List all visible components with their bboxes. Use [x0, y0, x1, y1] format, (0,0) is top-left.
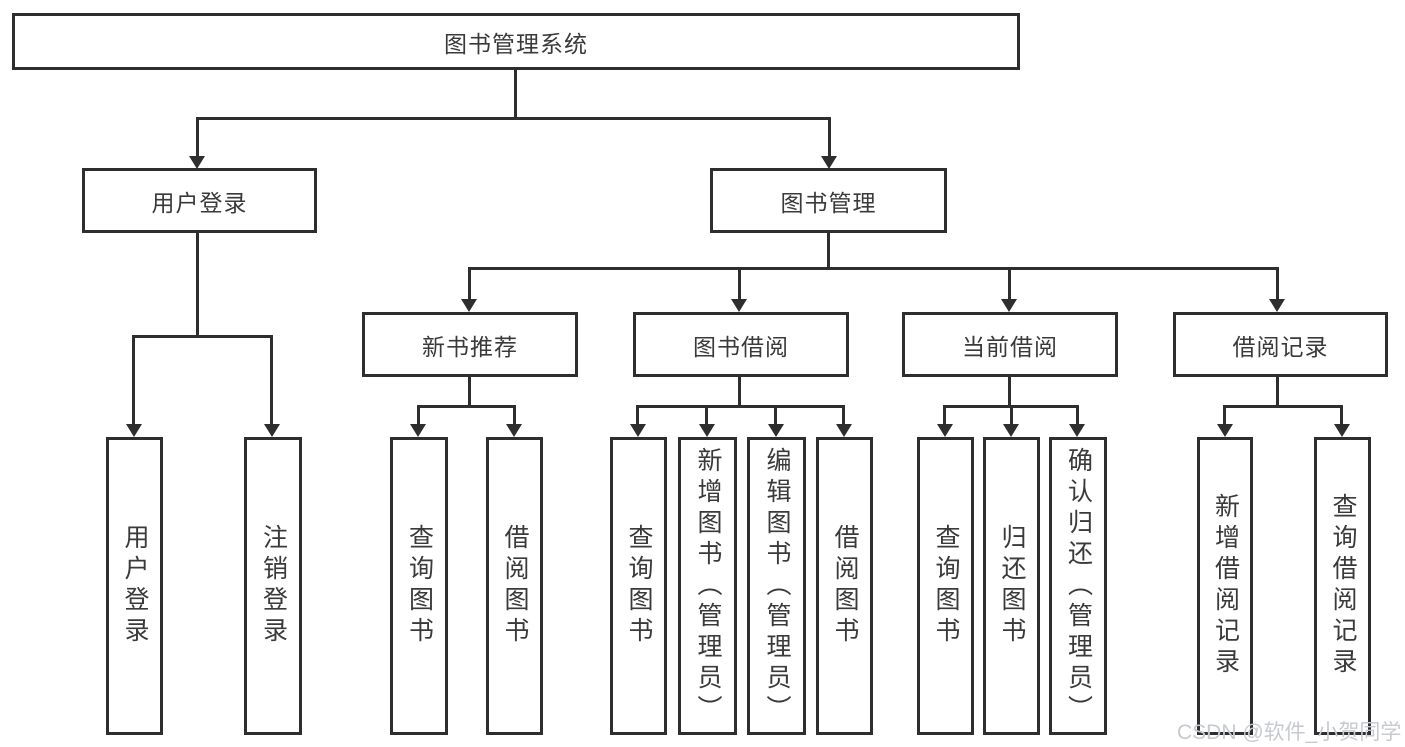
leaf-add-borrow-record-label: 新增借阅记录: [1211, 493, 1240, 679]
connector-line: [1223, 405, 1226, 425]
arrowhead-icon: [699, 424, 715, 437]
leaf-user-login: 用户登录: [106, 437, 163, 735]
leaf-return-book-label: 归还图书: [998, 524, 1026, 648]
leaf-edit-book-admin: 编辑图书（管理员）: [747, 437, 806, 735]
leaf-query-book-3: 查询图书: [917, 437, 974, 735]
connector-line: [943, 405, 946, 425]
arrowhead-icon: [126, 424, 142, 437]
connector-line: [132, 335, 273, 338]
leaf-edit-book-admin-label: 编辑图书（管理员）: [763, 446, 791, 726]
leaf-query-book-2-label: 查询图书: [625, 524, 653, 648]
node-current-borrow-label: 当前借阅: [962, 333, 1058, 360]
node-book-borrow-label: 图书借阅: [693, 333, 789, 360]
connector-line: [636, 405, 845, 408]
leaf-return-book: 归还图书: [983, 437, 1040, 735]
arrowhead-icon: [630, 424, 646, 437]
leaf-add-borrow-record: 新增借阅记录: [1197, 437, 1253, 735]
connector-line: [196, 117, 199, 158]
node-borrow-record-label: 借阅记录: [1232, 333, 1329, 360]
leaf-query-book-1: 查询图书: [390, 437, 448, 735]
node-current-borrow: 当前借阅: [902, 312, 1118, 377]
connector-line: [417, 405, 420, 425]
connector-line: [132, 335, 135, 425]
connector-line: [842, 405, 845, 425]
leaf-confirm-return-admin: 确认归还（管理员）: [1049, 437, 1107, 735]
node-user-login-label: 用户登录: [151, 189, 248, 216]
arrowhead-icon: [821, 156, 837, 169]
node-new-book-recommend-label: 新书推荐: [422, 333, 518, 360]
connector-line: [468, 377, 471, 407]
leaf-query-borrow-record: 查询借阅记录: [1314, 437, 1371, 735]
arrowhead-icon: [189, 156, 205, 169]
leaf-borrow-book-1-label: 借阅图书: [501, 524, 529, 648]
node-system-root-label: 图书管理系统: [444, 30, 588, 57]
connector-line: [1276, 377, 1279, 407]
leaf-borrow-book-2-label: 借阅图书: [831, 524, 859, 648]
connector-line: [774, 405, 777, 425]
arrowhead-icon: [937, 424, 953, 437]
node-book-management-label: 图书管理: [780, 189, 877, 216]
leaf-confirm-return-admin-label: 确认归还（管理员）: [1064, 446, 1093, 726]
leaf-logout: 注销登录: [244, 437, 302, 735]
leaf-query-book-3-label: 查询图书: [932, 524, 960, 648]
watermark: CSDN @软件_小贺同学: [1177, 721, 1402, 744]
leaf-query-borrow-record-label: 查询借阅记录: [1329, 493, 1357, 679]
leaf-query-book-2: 查询图书: [610, 437, 667, 735]
connector-line: [514, 70, 517, 119]
connector-line: [1008, 377, 1011, 407]
connector-line: [197, 117, 831, 120]
leaf-borrow-book-2: 借阅图书: [816, 437, 873, 735]
arrowhead-icon: [461, 299, 477, 312]
connector-line: [468, 267, 471, 300]
connector-line: [196, 233, 199, 337]
arrowhead-icon: [506, 424, 522, 437]
connector-line: [636, 405, 639, 425]
arrowhead-icon: [1069, 424, 1085, 437]
connector-line: [705, 405, 708, 425]
connector-line: [1076, 405, 1079, 425]
connector-line: [1340, 405, 1343, 425]
connector-line: [1010, 405, 1013, 425]
arrowhead-icon: [1269, 299, 1285, 312]
connector-line: [828, 117, 831, 158]
leaf-add-book-admin: 新增图书（管理员）: [678, 437, 737, 735]
arrowhead-icon: [1003, 424, 1019, 437]
node-borrow-record: 借阅记录: [1173, 312, 1388, 377]
arrowhead-icon: [410, 424, 426, 437]
arrowhead-icon: [1217, 424, 1233, 437]
arrowhead-icon: [1001, 299, 1017, 312]
arrowhead-icon: [836, 424, 852, 437]
connector-line: [738, 377, 741, 407]
arrowhead-icon: [731, 299, 747, 312]
connector-line: [513, 405, 516, 425]
connector-line: [1008, 267, 1011, 300]
leaf-logout-label: 注销登录: [259, 524, 288, 648]
leaf-user-login-label: 用户登录: [121, 524, 149, 648]
arrowhead-icon: [1334, 424, 1350, 437]
node-new-book-recommend: 新书推荐: [362, 312, 578, 377]
connector-line: [468, 267, 1279, 270]
connector-line: [270, 335, 273, 425]
connector-line: [1223, 405, 1343, 408]
arrowhead-icon: [768, 424, 784, 437]
connector-line: [1276, 267, 1279, 300]
node-user-login: 用户登录: [82, 168, 317, 233]
leaf-query-book-1-label: 查询图书: [405, 524, 434, 648]
leaf-add-book-admin-label: 新增图书（管理员）: [694, 446, 722, 726]
node-book-borrow: 图书借阅: [633, 312, 849, 377]
node-book-management: 图书管理: [710, 168, 947, 233]
connector-line: [417, 405, 516, 408]
connector-line: [738, 267, 741, 300]
connector-line: [827, 233, 830, 270]
leaf-borrow-book-1: 借阅图书: [486, 437, 543, 735]
node-system-root: 图书管理系统: [12, 13, 1020, 70]
arrowhead-icon: [264, 424, 280, 437]
